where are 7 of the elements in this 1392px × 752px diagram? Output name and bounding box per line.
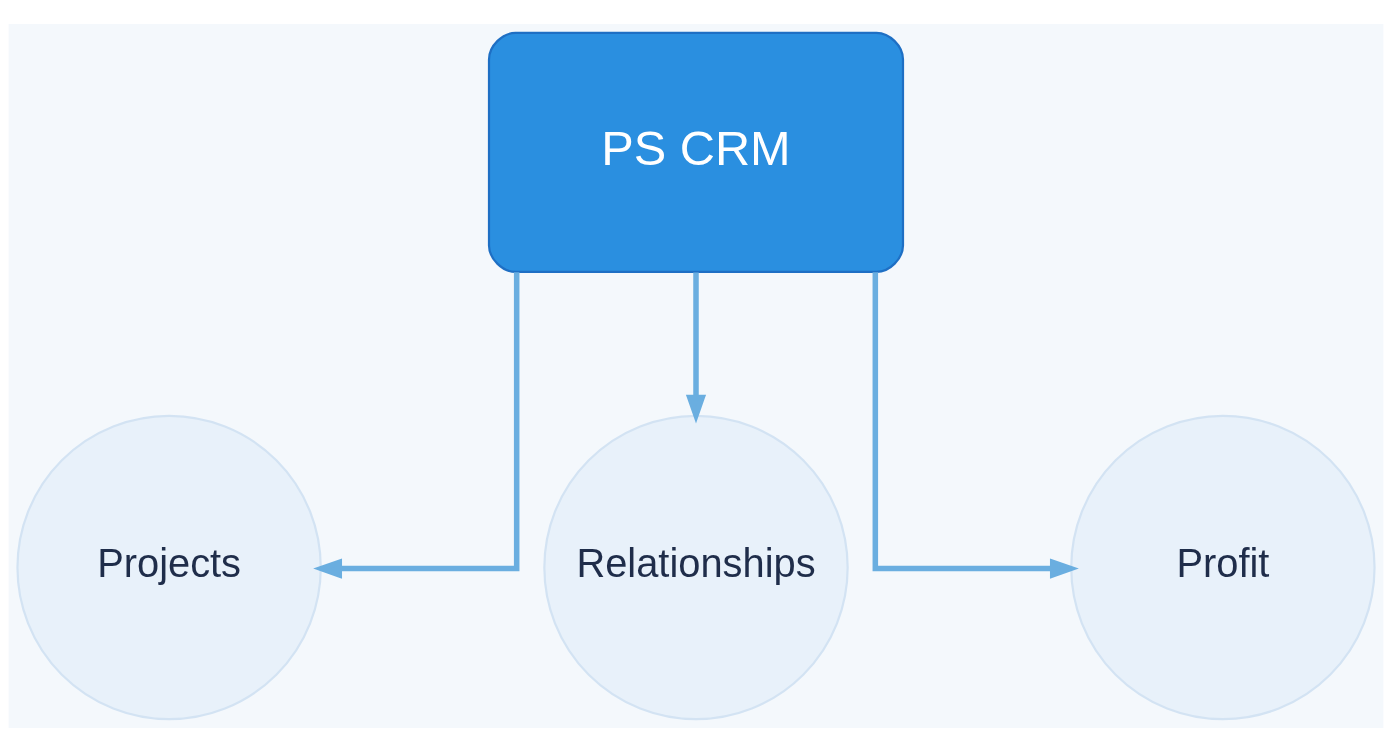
arrow [872, 272, 1079, 579]
arrow [313, 272, 520, 579]
node-circle: Relationships [543, 414, 849, 721]
node-circle: Profit [1070, 414, 1376, 721]
node-circle: Projects [16, 414, 322, 721]
arrow [685, 272, 707, 424]
node-box: PS CRM [487, 31, 905, 274]
